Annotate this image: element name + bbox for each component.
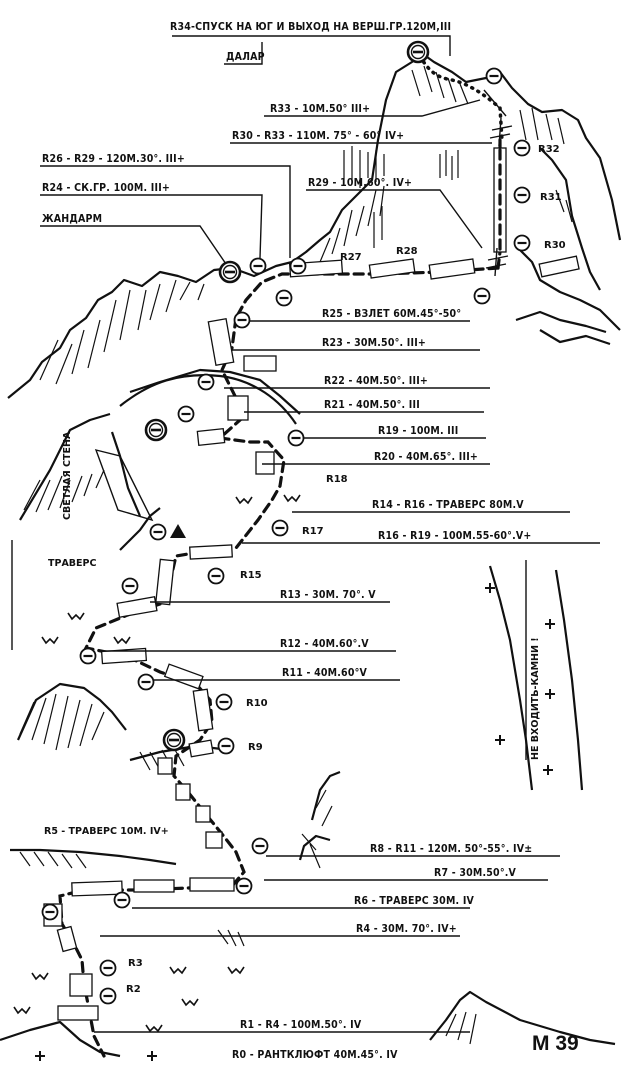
label-r26-r29: R26 - R29 - 120М.30°. III+ bbox=[42, 153, 185, 165]
label-stonefall-warning: НЕ ВХОДИТЬ-КАМНИ ! bbox=[530, 637, 541, 760]
point-r17: R17 bbox=[302, 526, 324, 537]
label-r1-r4: R1 - R4 - 100М.50°. IV bbox=[240, 1019, 362, 1031]
label-r21: R21 - 40М.50°. III bbox=[324, 399, 420, 411]
leader-lines bbox=[11, 35, 600, 1033]
map-code-badge: М 39 bbox=[532, 1032, 579, 1055]
stonefall-wall bbox=[488, 565, 584, 791]
label-r14-r16: R14 - R16 - ТРАВЕРС 80М.V bbox=[372, 499, 524, 511]
pitch-markers bbox=[43, 147, 580, 1021]
point-r28: R28 bbox=[396, 246, 418, 257]
summit-ridge bbox=[7, 50, 622, 399]
label-travers: ТРАВЕРС bbox=[48, 558, 96, 569]
aid-markers bbox=[170, 89, 513, 538]
label-r6: R6 - ТРАВЕРС 30М. IV bbox=[354, 895, 475, 907]
ridge-hatching bbox=[39, 65, 573, 385]
label-r25: R25 - ВЗЛЕТ 60М.45°-50° bbox=[322, 308, 461, 320]
label-r20: R20 - 40М.65°. III+ bbox=[374, 451, 478, 463]
point-r30: R30 bbox=[544, 240, 566, 251]
label-r12: R12 - 40М.60°.V bbox=[280, 638, 369, 650]
point-r18: R18 bbox=[326, 474, 348, 485]
point-r15: R15 bbox=[240, 570, 262, 581]
scree-marks bbox=[13, 494, 556, 1062]
bivouac-triangle-icon bbox=[170, 524, 186, 538]
label-r23: R23 - 30М.50°. III+ bbox=[322, 337, 426, 349]
point-r31: R31 bbox=[540, 192, 562, 203]
snowfield-arc bbox=[119, 374, 297, 425]
label-r13: R13 - 30М. 70°. V bbox=[280, 589, 376, 601]
label-r33: R33 - 10М.50° III+ bbox=[270, 103, 370, 115]
label-zhandarm: ЖАНДАРМ bbox=[42, 213, 102, 225]
point-r27: R27 bbox=[340, 252, 362, 263]
label-r34: R34-СПУСК НА ЮГ И ВЫХОД НА ВЕРШ.ГР.120М,… bbox=[170, 21, 451, 33]
label-r24: R24 - СК.ГР. 100М. III+ bbox=[42, 182, 170, 194]
label-r19: R19 - 100М. III bbox=[378, 425, 458, 437]
point-labels: R32 R31 R30 R27 R28 R18 R17 R15 R10 R9 R… bbox=[126, 144, 566, 995]
label-svetlaya-wall: СВЕТЛАЯ СТЕНА bbox=[62, 431, 73, 520]
point-r10: R10 bbox=[246, 698, 268, 709]
point-r2: R2 bbox=[126, 984, 141, 995]
label-r11: R11 - 40М.60°V bbox=[282, 667, 368, 679]
label-r0: R0 - РАНТКЛЮФТ 40М.45°. IV bbox=[232, 1049, 398, 1061]
label-r5: R5 - ТРАВЕРС 10М. IV+ bbox=[44, 826, 169, 837]
point-r32: R32 bbox=[538, 144, 560, 155]
label-r30-r33: R30 - R33 - 110М. 75° - 60° IV+ bbox=[232, 130, 404, 142]
route-labels: R34-СПУСК НА ЮГ И ВЫХОД НА ВЕРШ.ГР.120М,… bbox=[42, 21, 541, 1061]
label-r22: R22 - 40М.50°. III+ bbox=[324, 375, 428, 387]
label-r4: R4 - 30М. 70°. IV+ bbox=[356, 923, 457, 935]
label-r16-r19: R16 - R19 - 100М.55-60°.V+ bbox=[378, 530, 532, 542]
svetlaya-wall-outline bbox=[94, 449, 154, 522]
label-dalar: ДАЛАР bbox=[226, 51, 265, 63]
label-r8-r11: R8 - R11 - 120М. 50°-55°. IV± bbox=[370, 843, 532, 855]
point-r3: R3 bbox=[128, 958, 143, 969]
point-r9: R9 bbox=[248, 742, 263, 753]
label-r29: R29 - 10М.60°. IV+ bbox=[308, 177, 412, 189]
label-r7: R7 - 30М.50°.V bbox=[434, 867, 517, 879]
